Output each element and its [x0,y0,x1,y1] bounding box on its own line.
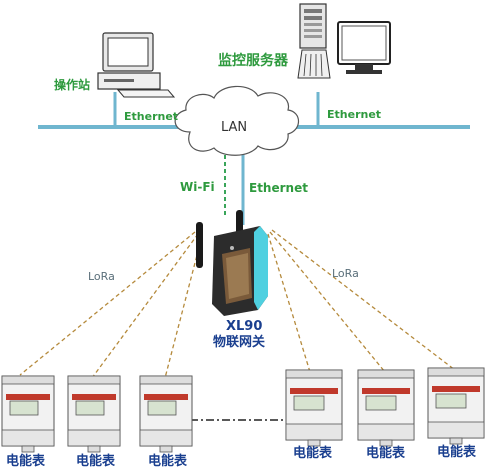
gateway-name-label: 物联网关 [213,335,266,350]
lan-cloud [174,85,300,156]
meter-2-label: 电能表 [76,454,116,469]
wifi-label: Wi-Fi [180,180,215,194]
gateway-ethernet-label: Ethernet [249,181,308,195]
energy-meter-1-icon [1,375,55,453]
operator-station-label: 操作站 [54,78,91,92]
meter-4-label: 电能表 [293,446,333,461]
energy-meter-icons [1,367,485,453]
energy-meter-6-icon [427,367,485,445]
lora-links [19,229,456,379]
meter-5-label: 电能表 [366,446,406,461]
ethernet-left-label: Ethernet [124,110,179,123]
monitor-server-icon [297,3,391,79]
gateway-model-label: XL90 [226,319,263,334]
lan-label: LAN [221,120,248,135]
lora-left-label: LoRa [88,270,115,283]
monitor-server-label: 监控服务器 [218,53,288,69]
energy-meter-2-icon [67,375,121,453]
operator-station-pc-icon [97,32,176,98]
lora-right-label: LoRa [332,267,359,280]
meter-1-label: 电能表 [6,454,46,469]
meter-3-label: 电能表 [148,454,188,469]
meter-6-label: 电能表 [437,445,477,460]
gateway-xl90-device-icon [196,210,268,316]
energy-meter-3-icon [139,375,193,453]
ethernet-right-label: Ethernet [327,108,382,121]
energy-meter-4-icon [285,369,343,447]
energy-meter-5-icon [357,369,415,447]
